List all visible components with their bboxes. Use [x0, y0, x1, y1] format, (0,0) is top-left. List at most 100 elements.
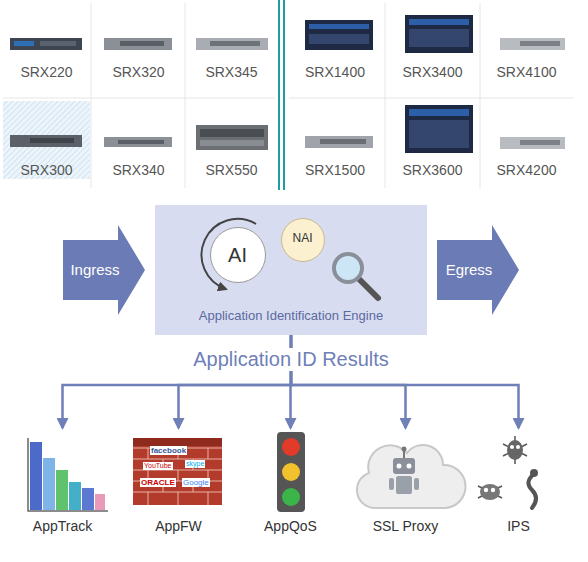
tile-grid: [3, 3, 574, 188]
logo-text: ORACLE: [140, 478, 176, 487]
cloud-robot-icon: [414, 478, 419, 490]
bar-chart-icon: [95, 494, 105, 510]
cloud-robot-icon: [403, 450, 405, 458]
cloud-robot-icon: [393, 458, 415, 474]
firewall-icon: [133, 438, 222, 505]
cloud-robot-icon: [357, 445, 466, 508]
product-label: SRX4100: [483, 64, 570, 80]
product-tile: SRX320: [95, 5, 182, 85]
device-image: [305, 136, 373, 148]
bar-chart-icon: [43, 458, 55, 510]
engine-label: Application Identification Engine: [155, 309, 427, 324]
product-tile: SRX340: [95, 103, 182, 183]
tile-grid: [385, 3, 386, 188]
arrow-shape: [63, 225, 145, 315]
device-image: [10, 15, 565, 53]
bug-icon: [478, 486, 502, 498]
firewall-icon: [208, 492, 209, 505]
traffic-light-icon: [277, 432, 305, 512]
firewall-icon: [148, 492, 149, 505]
device-image: [10, 135, 82, 147]
device-image: [40, 41, 76, 46]
bug-icon: [503, 444, 527, 456]
engine-box: Application Identification EngineAINAI: [155, 205, 427, 335]
result-label: IPS: [466, 518, 571, 534]
cloud-robot-icon: [389, 478, 394, 490]
device-image: [104, 137, 172, 147]
traffic-light-icon: [282, 488, 300, 506]
selected-tile: [3, 101, 90, 179]
product-label: SRX1400: [290, 64, 380, 80]
result-item: SSL Proxy: [353, 428, 458, 540]
bug-icon: [480, 484, 500, 500]
result-label: AppQoS: [238, 518, 343, 534]
divider-line: [283, 0, 285, 190]
device-image: [309, 34, 369, 44]
cloud-robot-icon: [407, 464, 412, 469]
tile-grid: [3, 98, 275, 99]
arrow-shape: [437, 225, 519, 315]
product-tile: SRX550: [188, 103, 275, 183]
firewall-icon: [133, 438, 222, 446]
result-label: SSL Proxy: [353, 518, 458, 534]
firewall-icon: [133, 492, 222, 493]
product-tile: SRX4100: [483, 5, 570, 85]
device-image: [210, 41, 260, 46]
firewall-icon: [133, 438, 222, 505]
device-image: [196, 38, 268, 50]
tile-grid: [480, 3, 481, 188]
bug-icon: [530, 469, 538, 477]
device-image: [409, 109, 469, 116]
device-image: [320, 139, 366, 144]
product-label: SRX550: [188, 162, 275, 178]
traffic-light-icon: [282, 463, 300, 481]
product-tile: SRX3600: [388, 103, 477, 183]
device-image: [14, 41, 34, 46]
section-label: Application ID Results: [187, 348, 395, 371]
cloud-robot-icon: [357, 445, 466, 508]
product-label: SRX300: [3, 162, 90, 178]
product-label: SRX3400: [388, 64, 477, 80]
device-image: [409, 120, 469, 148]
bug-icon: [491, 488, 495, 492]
cloud-robot-icon: [402, 447, 407, 452]
bug-icon: [516, 445, 520, 449]
result-item: AppTrack: [10, 428, 115, 540]
device-image: [104, 38, 172, 50]
device-image: [120, 41, 164, 46]
firewall-icon: [178, 470, 179, 481]
device-image: [405, 15, 473, 53]
bug-icon: [478, 486, 502, 498]
bar-chart-icon: [69, 482, 81, 510]
device-image: [200, 129, 264, 137]
cloud-robot-icon: [397, 464, 402, 469]
firewall-icon: [133, 448, 222, 505]
tile-grid: [91, 3, 92, 188]
device-image: [500, 38, 565, 50]
result-label: AppTrack: [10, 518, 115, 534]
logo-text: skype: [185, 460, 205, 468]
engine-circle: NAI: [281, 218, 325, 262]
logo-text: facebook: [150, 446, 187, 455]
product-tile: SRX300: [3, 103, 90, 183]
tile-grid: [185, 3, 186, 188]
bug-icon: [478, 436, 527, 498]
product-label: SRX1500: [290, 162, 380, 178]
bar-chart-icon: [56, 470, 68, 510]
product-label: SRX4200: [483, 162, 570, 178]
bug-icon: [507, 440, 523, 460]
firewall-icon: [178, 492, 179, 505]
bug-icon: [484, 488, 488, 492]
device-image: [409, 19, 469, 25]
product-label: SRX345: [188, 64, 275, 80]
device-image: [196, 125, 268, 150]
firewall-icon: [133, 459, 222, 460]
product-tile: SRX345: [188, 5, 275, 85]
result-item: IPS: [466, 428, 571, 540]
device-image: [30, 138, 74, 143]
firewall-icon: [208, 448, 209, 459]
bug-icon: [510, 445, 514, 449]
product-label: SRX320: [95, 64, 182, 80]
traffic-light-icon: [282, 438, 300, 456]
